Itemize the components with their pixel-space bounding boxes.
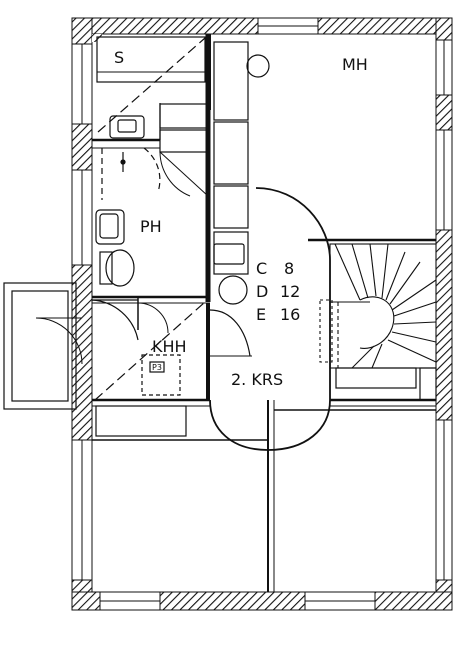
unit-value-e: 16 xyxy=(280,305,300,324)
room-label-storage: S xyxy=(114,48,124,67)
wardrobes xyxy=(159,41,249,275)
unit-code-e: E xyxy=(256,305,266,324)
room-labels: S MH PH KHH 2. KRS P3 xyxy=(114,48,368,389)
unit-value-d: 12 xyxy=(280,282,300,301)
utility-fixtures xyxy=(95,302,437,437)
balcony xyxy=(3,282,83,410)
door-arcs xyxy=(91,299,139,341)
unit-codes: C 8 D 12 E 16 xyxy=(256,259,300,324)
hall-curve xyxy=(209,187,331,451)
room-label-bathroom: PH xyxy=(140,217,162,236)
unit-code-c: C xyxy=(256,259,267,278)
floor-label: 2. KRS xyxy=(231,370,283,389)
interior-walls xyxy=(92,34,436,592)
bathroom-fixtures xyxy=(95,115,209,287)
staircase xyxy=(319,243,437,369)
room-label-utility: KHH xyxy=(152,337,187,356)
fixture-mark: P3 xyxy=(152,363,162,372)
unit-value-c: 8 xyxy=(284,259,294,278)
unit-code-d: D xyxy=(256,282,268,301)
windows xyxy=(71,17,453,611)
bottom-outline xyxy=(92,409,436,441)
room-label-master-bedroom: MH xyxy=(342,55,368,74)
round-fixtures xyxy=(213,54,270,305)
